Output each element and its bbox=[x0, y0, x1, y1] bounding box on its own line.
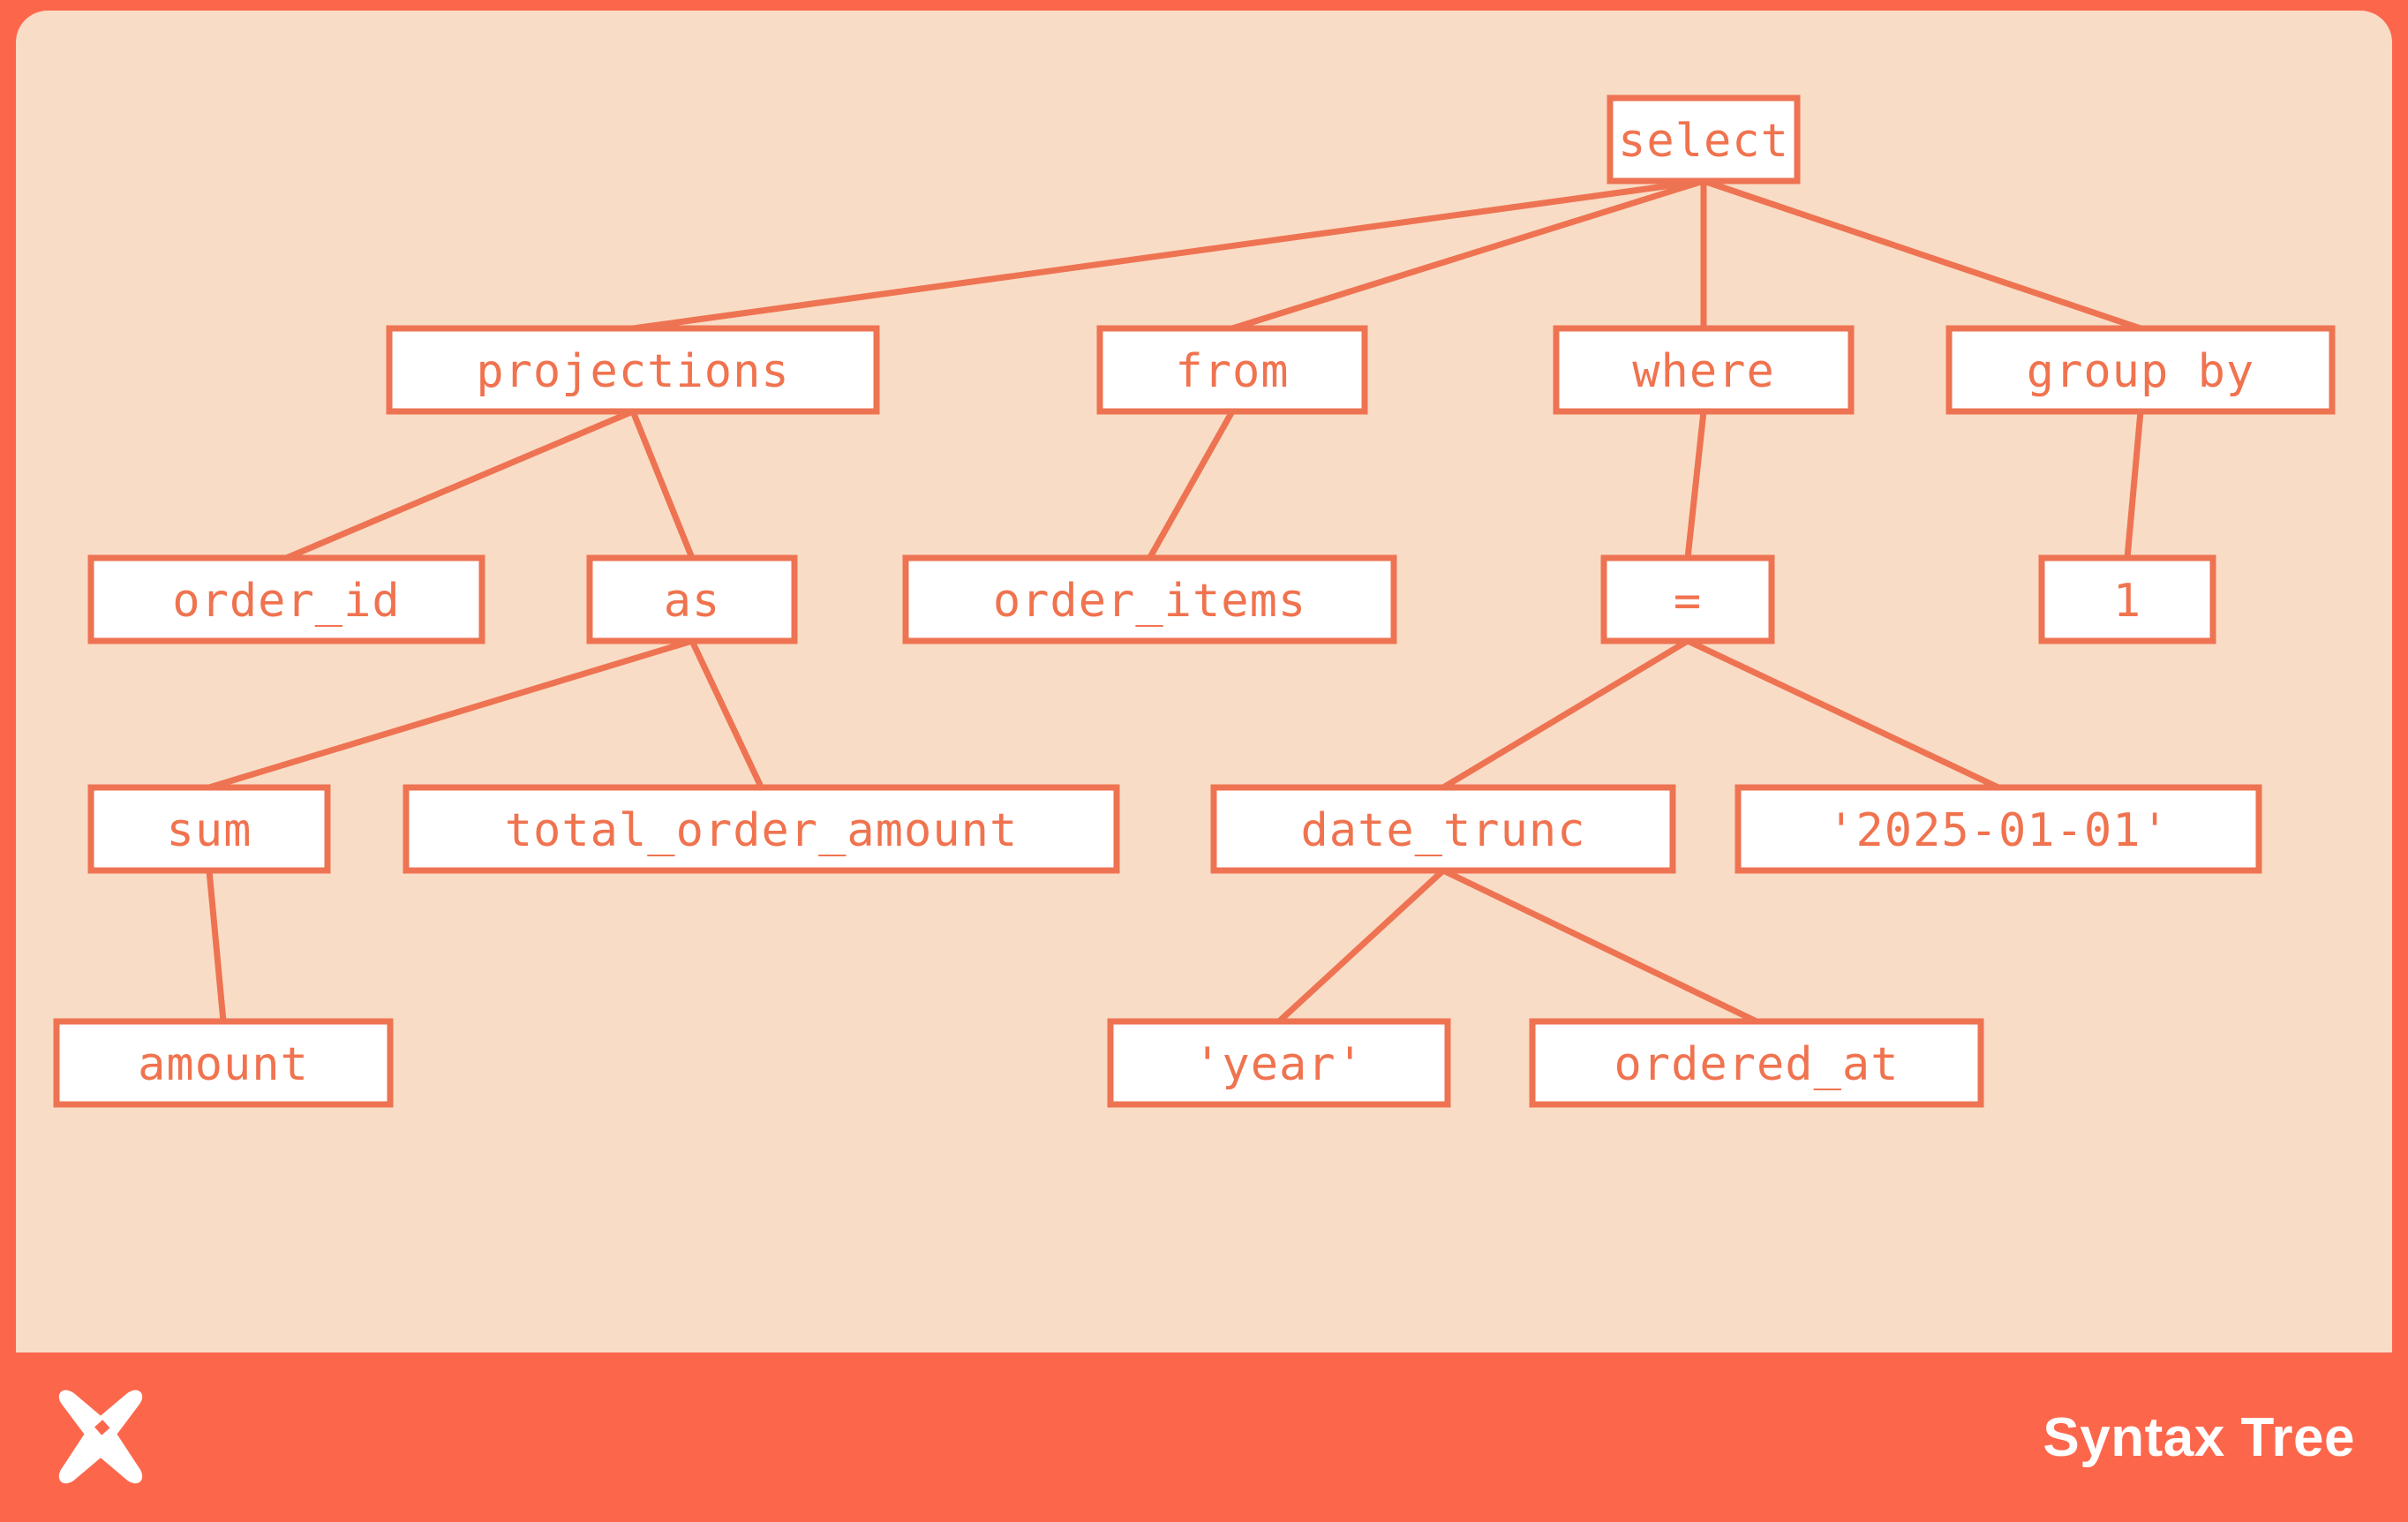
tree-edge-group-by-to-one bbox=[2124, 411, 2144, 559]
tree-node-label: date_trunc bbox=[1300, 804, 1585, 857]
tree-node-label: total_order_amount bbox=[505, 804, 1019, 857]
tree-node-label: amount bbox=[138, 1038, 309, 1091]
tree-node-box bbox=[586, 554, 798, 644]
tree-node-label: where bbox=[1632, 345, 1775, 398]
tree-node-box bbox=[1945, 325, 2336, 415]
tree-node-equals[interactable]: = bbox=[1600, 554, 1775, 644]
tree-node-total-order-amount[interactable]: total_order_amount bbox=[403, 784, 1120, 874]
tree-node-label: 'year' bbox=[1193, 1038, 1365, 1091]
edges-layer bbox=[206, 177, 2144, 1025]
tree-node-sum[interactable]: sum bbox=[87, 784, 331, 874]
tree-edge-projections-to-order-id bbox=[285, 408, 635, 561]
tree-node-box bbox=[386, 325, 880, 415]
tree-edge-select-to-projections bbox=[632, 177, 1704, 332]
tree-edge-date-trunc-to-ordered-at bbox=[1441, 867, 1758, 1025]
tree-edge-equals-to-date-trunc bbox=[1441, 637, 1689, 791]
butterfly-x-logo-icon bbox=[58, 1390, 143, 1484]
nodes-layer: select projections from where group by order_… bbox=[53, 94, 2336, 1108]
tree-node-select[interactable]: select bbox=[1607, 94, 1801, 185]
tree-node-label: sum bbox=[167, 804, 252, 857]
tree-node-box bbox=[1096, 325, 1368, 415]
tree-node-one[interactable]: 1 bbox=[2038, 554, 2216, 644]
tree-node-order-id[interactable]: order_id bbox=[87, 554, 485, 644]
tree-node-label: = bbox=[1674, 575, 1702, 628]
tree-node-box bbox=[87, 784, 331, 874]
tree-node-label: order_id bbox=[172, 575, 400, 628]
tree-node-where[interactable]: where bbox=[1553, 325, 1855, 415]
tree-node-box bbox=[1107, 1018, 1451, 1108]
footer-bar: Syntax Tree bbox=[0, 1352, 2408, 1522]
tree-node-box bbox=[53, 1018, 394, 1108]
tree-node-group-by[interactable]: group by bbox=[1945, 325, 2336, 415]
tree-node-box bbox=[1735, 784, 2262, 874]
tree-edge-equals-to-date-literal bbox=[1686, 637, 2000, 791]
tree-node-as[interactable]: as bbox=[586, 554, 798, 644]
tree-node-box bbox=[1607, 94, 1801, 185]
tree-node-year-literal[interactable]: 'year' bbox=[1107, 1018, 1451, 1108]
tree-node-label: order_items bbox=[993, 575, 1306, 628]
tree-edge-where-to-equals bbox=[1684, 411, 1707, 559]
tree-edge-date-trunc-to-year-literal bbox=[1276, 868, 1446, 1024]
tree-node-projections[interactable]: projections bbox=[386, 325, 880, 415]
tree-node-box bbox=[2038, 554, 2216, 644]
tree-node-label: group by bbox=[2027, 345, 2254, 398]
tree-node-label: projections bbox=[476, 345, 789, 398]
tree-node-amount[interactable]: amount bbox=[53, 1018, 394, 1108]
tree-edge-projections-to-as bbox=[629, 410, 696, 560]
tree-node-label: 1 bbox=[2113, 575, 2141, 628]
tree-edge-as-to-sum bbox=[207, 637, 694, 791]
tree-edge-from-to-order-items bbox=[1147, 410, 1236, 560]
tree-node-box bbox=[1210, 784, 1676, 874]
tree-node-box bbox=[403, 784, 1120, 874]
tree-node-box bbox=[1553, 325, 1855, 415]
tree-edge-as-to-total-order-amount bbox=[689, 639, 764, 789]
tree-node-label: as bbox=[664, 575, 721, 628]
tree-edge-select-to-group-by bbox=[1702, 177, 2142, 332]
tree-node-label: '2025-01-01' bbox=[1827, 804, 2170, 857]
tree-node-ordered-at[interactable]: ordered_at bbox=[1529, 1018, 1984, 1108]
tree-node-label: from bbox=[1175, 345, 1289, 398]
syntax-tree-canvas: select projections from where group by order_… bbox=[53, 94, 2336, 1108]
tree-node-label: select bbox=[1618, 115, 1789, 168]
tree-edge-select-to-from bbox=[1230, 177, 1705, 332]
tree-node-box bbox=[902, 554, 1397, 644]
tree-node-order-items[interactable]: order_items bbox=[902, 554, 1397, 644]
tree-node-label: ordered_at bbox=[1614, 1038, 1899, 1091]
footer-title: Syntax Tree bbox=[2043, 1406, 2355, 1468]
tree-edge-sum-to-amount bbox=[206, 870, 227, 1022]
tree-node-date-literal[interactable]: '2025-01-01' bbox=[1735, 784, 2262, 874]
tree-node-box bbox=[87, 554, 485, 644]
tree-node-box bbox=[1529, 1018, 1984, 1108]
tree-node-date-trunc[interactable]: date_trunc bbox=[1210, 784, 1676, 874]
diagram-panel: select projections from where group by order_… bbox=[16, 11, 2392, 1352]
tree-node-box bbox=[1600, 554, 1775, 644]
tree-node-from[interactable]: from bbox=[1096, 325, 1368, 415]
